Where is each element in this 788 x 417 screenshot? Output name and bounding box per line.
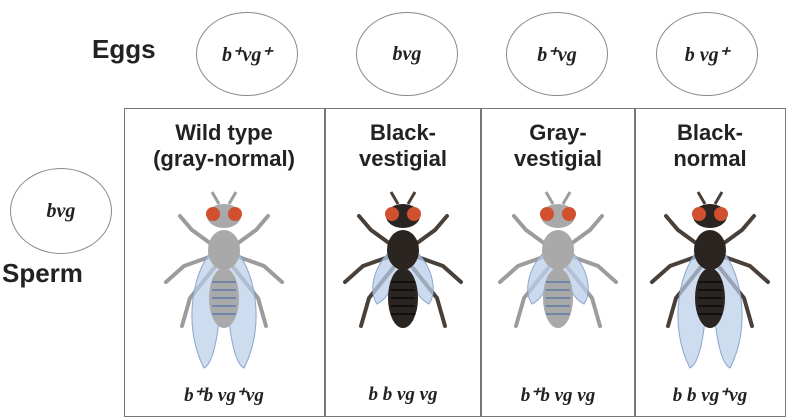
fly-gray-vestigial [478,186,638,374]
fly-antenna [698,192,705,204]
fly-eye [692,207,706,221]
title-line: Black- [323,120,483,146]
fly-antenna [229,192,236,204]
fly-eye [562,207,576,221]
fly-eye [407,207,421,221]
fly-eye [206,207,220,221]
fly-thorax [208,230,240,270]
fly-wild-type [144,186,304,374]
title-line: Black- [630,120,788,146]
sperm-label: Sperm [2,258,83,289]
genotype-3: b⁺b vg vg [478,384,638,407]
egg-gamete-3: b⁺vg [506,12,608,96]
fly-eye [228,207,242,221]
offspring-title-3: Gray- vestigial [478,120,638,172]
fly-antenna [391,192,398,204]
title-line: normal [630,146,788,172]
genotype-4: b b vg⁺vg [630,384,788,407]
sperm-gamete: bvg [10,168,112,254]
fly-antenna [212,192,219,204]
genotype-2: b b vg vg [323,384,483,406]
fly-black-vestigial [323,186,483,374]
title-line: vestigial [323,146,483,172]
fly-thorax [542,230,574,270]
title-line: (gray-normal) [144,146,304,172]
fly-black-normal [630,186,788,374]
fly-thorax [694,230,726,270]
fly-antenna [715,192,722,204]
eggs-label: Eggs [92,34,156,65]
egg-gamete-1: b⁺vg⁺ [196,12,298,96]
egg-gamete-2: bvg [356,12,458,96]
offspring-title-2: Black- vestigial [323,120,483,172]
fly-eye [540,207,554,221]
fly-eye [714,207,728,221]
fly-thorax [387,230,419,270]
title-line: Wild type [144,120,304,146]
offspring-title-4: Black- normal [630,120,788,172]
offspring-title-1: Wild type (gray-normal) [144,120,304,172]
egg-gamete-4: b vg⁺ [656,12,758,96]
fly-antenna [546,192,553,204]
fly-antenna [563,192,570,204]
fly-antenna [408,192,415,204]
title-line: Gray- [478,120,638,146]
genotype-1: b⁺b vg⁺vg [144,384,304,407]
fly-eye [385,207,399,221]
title-line: vestigial [478,146,638,172]
